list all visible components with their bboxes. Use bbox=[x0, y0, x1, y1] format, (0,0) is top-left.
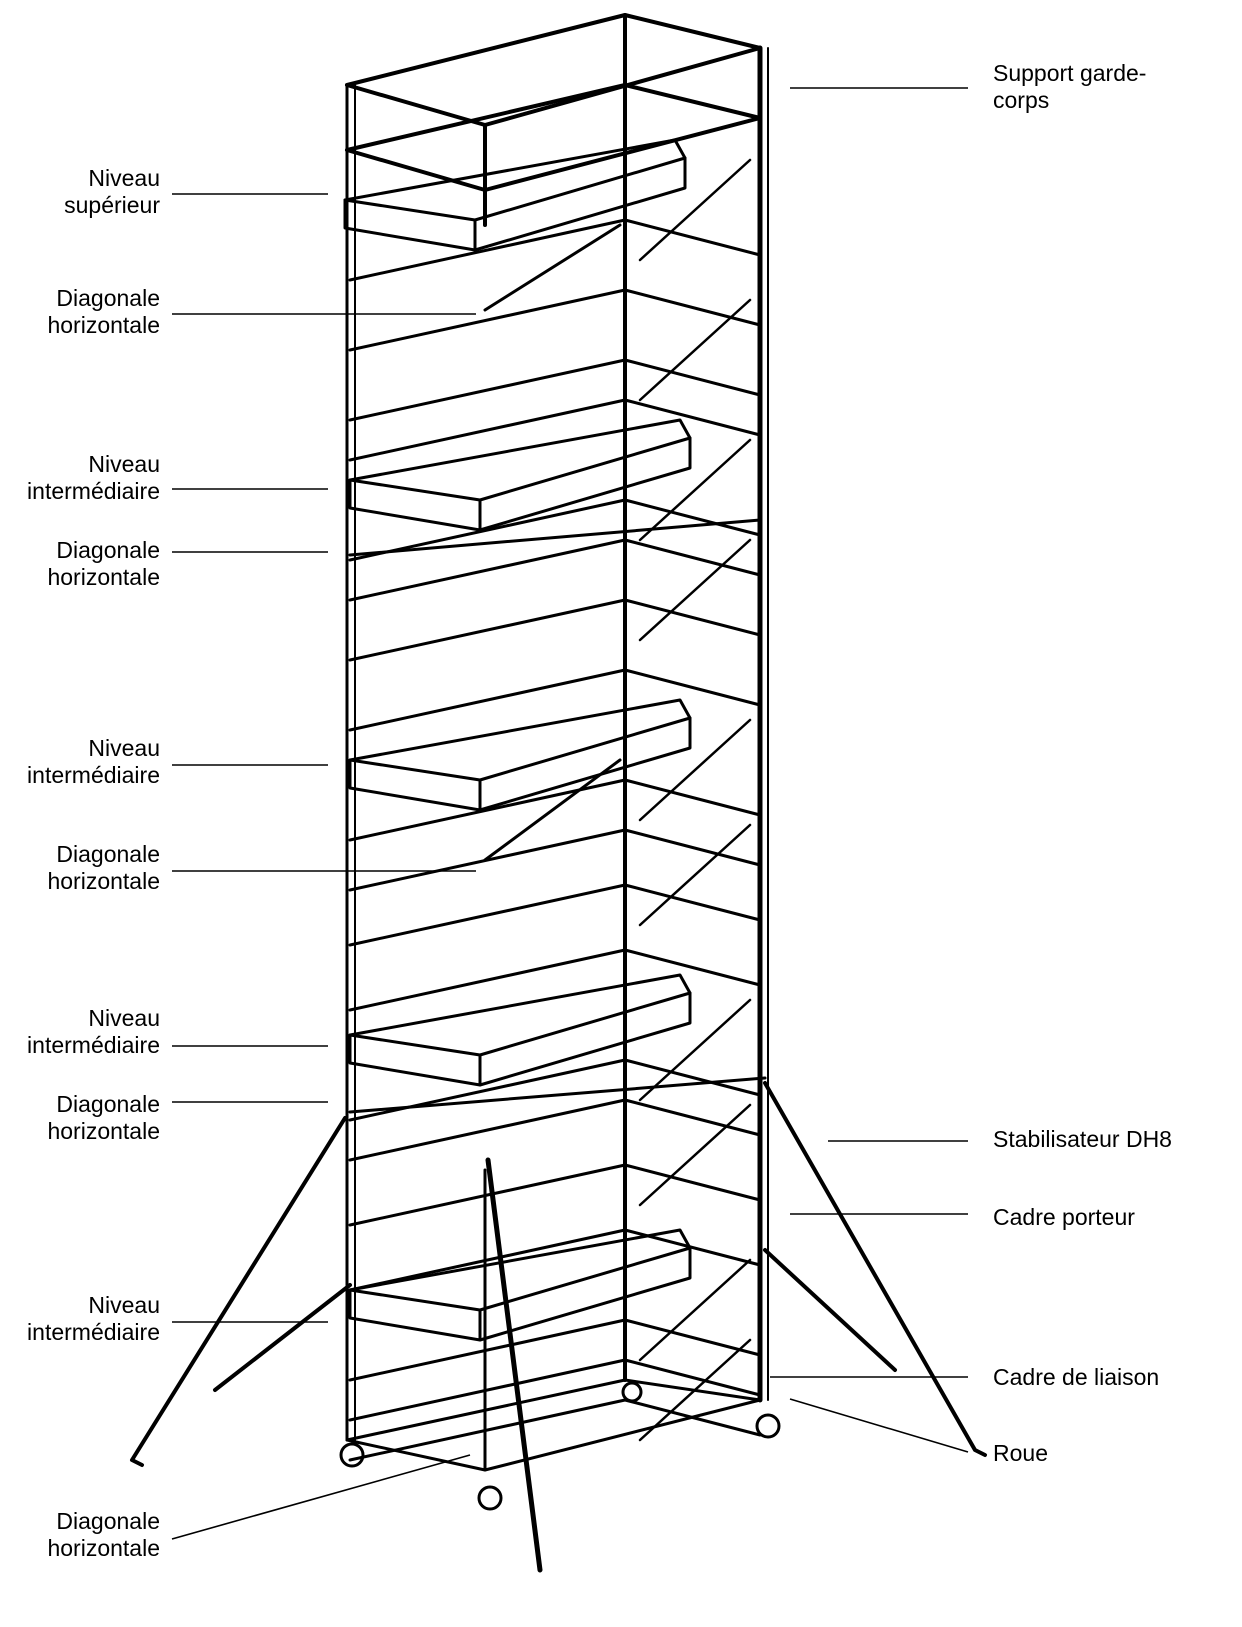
horizontal-rail bbox=[348, 288, 627, 352]
platform-deck bbox=[348, 418, 692, 502]
side-diagonal bbox=[638, 1258, 752, 1362]
side-diagonal bbox=[638, 438, 752, 542]
side-diagonal bbox=[638, 823, 752, 927]
horizontal-rail bbox=[348, 1318, 627, 1382]
platform-deck bbox=[348, 698, 692, 782]
side-rail bbox=[623, 1058, 762, 1097]
side-rail bbox=[623, 883, 762, 922]
stabiliser-right-front bbox=[763, 1081, 987, 1457]
horizontal-rail bbox=[348, 668, 627, 732]
label-cadre-de-liaison: Cadre de liaison bbox=[993, 1364, 1160, 1390]
side-rail bbox=[623, 1098, 762, 1137]
wheel-icon bbox=[339, 1442, 365, 1468]
side-rail bbox=[623, 1228, 762, 1267]
side-rail bbox=[623, 828, 762, 867]
side-diagonal bbox=[638, 718, 752, 822]
wheel-icon bbox=[477, 1485, 503, 1511]
label-cadre-porteur: Cadre porteur bbox=[993, 1204, 1135, 1230]
horizontal-diagonal bbox=[483, 223, 622, 312]
base-frame bbox=[345, 1378, 762, 1472]
horizontal-diagonal bbox=[483, 758, 622, 862]
side-diagonal bbox=[638, 998, 752, 1102]
side-rail bbox=[623, 218, 762, 257]
side-rail bbox=[623, 598, 762, 637]
stabiliser-rear bbox=[485, 1157, 543, 1573]
label-support-garde-corps: Support garde-corps bbox=[993, 60, 1147, 113]
horizontal-rail bbox=[348, 538, 627, 602]
guardrail-top bbox=[345, 13, 762, 127]
horizontal-rail bbox=[348, 883, 627, 947]
horizontal-rail bbox=[348, 1228, 627, 1292]
side-rail bbox=[623, 358, 762, 397]
stabiliser-right-brace bbox=[763, 1248, 897, 1372]
wheel-icon bbox=[755, 1413, 781, 1439]
platform-deck bbox=[348, 973, 692, 1057]
side-rail bbox=[623, 288, 762, 327]
label-roue: Roue bbox=[993, 1440, 1048, 1466]
horizontal-diagonal bbox=[348, 1076, 767, 1114]
side-rail bbox=[623, 498, 762, 537]
guardrail-mid bbox=[345, 83, 762, 192]
horizontal-diagonal bbox=[348, 518, 762, 557]
horizontal-rail bbox=[348, 1098, 627, 1162]
horizontal-rail bbox=[348, 218, 627, 282]
horizontal-rail bbox=[348, 948, 627, 1012]
leader-line bbox=[171, 1454, 471, 1540]
horizontal-rail bbox=[348, 778, 627, 842]
side-rail bbox=[623, 398, 762, 437]
side-diagonal bbox=[638, 298, 752, 402]
platform-deck bbox=[348, 1228, 692, 1312]
side-rail bbox=[623, 538, 762, 577]
horizontal-rail bbox=[348, 1058, 627, 1122]
stabiliser-left-brace bbox=[213, 1283, 352, 1392]
stabiliser-left-front bbox=[130, 1116, 347, 1467]
side-rail bbox=[623, 1358, 762, 1397]
horizontal-rail bbox=[348, 598, 627, 662]
side-diagonal bbox=[638, 1103, 752, 1207]
side-rail bbox=[623, 1163, 762, 1202]
side-diagonal bbox=[638, 538, 752, 642]
leader-line bbox=[789, 1398, 969, 1453]
horizontal-rail bbox=[348, 1358, 627, 1422]
side-rail bbox=[623, 778, 762, 817]
horizontal-rail bbox=[348, 398, 627, 462]
label-stabilisateur: Stabilisateur DH8 bbox=[993, 1126, 1172, 1152]
wheel-icon bbox=[621, 1381, 643, 1403]
side-diagonal bbox=[638, 158, 752, 262]
side-rail bbox=[623, 668, 762, 707]
horizontal-rail bbox=[348, 1163, 627, 1227]
side-rail bbox=[623, 1318, 762, 1357]
side-rail bbox=[623, 948, 762, 987]
horizontal-rail bbox=[348, 358, 627, 422]
